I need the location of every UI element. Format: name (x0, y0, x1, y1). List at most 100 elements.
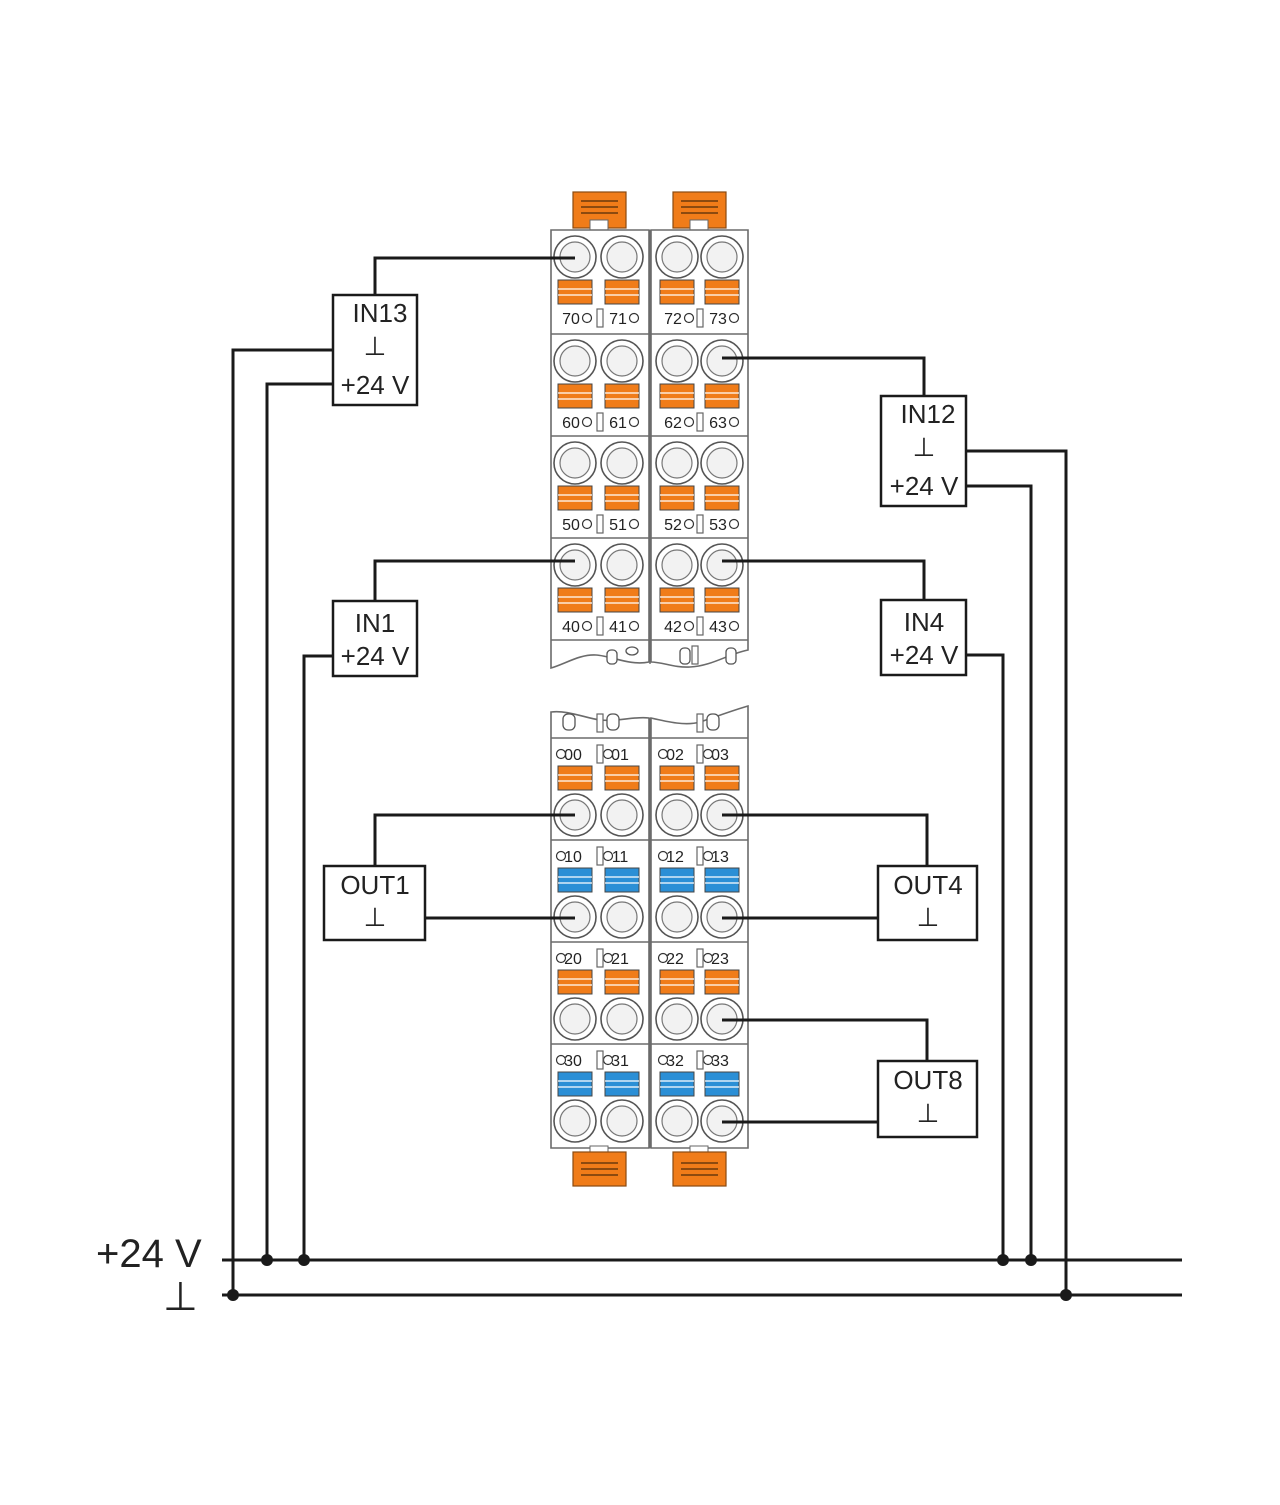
test-point[interactable] (628, 620, 640, 632)
release-lever[interactable] (604, 969, 640, 995)
device-out8-ground-symbol: ⊥ (917, 1098, 940, 1128)
upper-latch-right[interactable] (672, 191, 727, 231)
release-lever[interactable] (704, 485, 740, 511)
terminal-number: 40 (562, 619, 580, 636)
test-point[interactable] (657, 1054, 669, 1066)
release-lever[interactable] (557, 867, 593, 893)
release-lever[interactable] (557, 1071, 593, 1097)
spring-terminal[interactable] (655, 543, 699, 587)
release-lever[interactable] (704, 867, 740, 893)
test-point[interactable] (602, 952, 614, 964)
release-lever[interactable] (659, 587, 695, 613)
lower-latch-left[interactable] (572, 1145, 627, 1187)
release-lever[interactable] (604, 383, 640, 409)
test-point[interactable] (581, 518, 593, 530)
terminal-number: 11 (612, 849, 629, 866)
spring-terminal[interactable] (700, 441, 744, 485)
test-point[interactable] (628, 312, 640, 324)
spring-terminal[interactable] (600, 997, 644, 1041)
spring-terminal[interactable] (655, 235, 699, 279)
spring-terminal[interactable] (553, 997, 597, 1041)
release-lever[interactable] (604, 587, 640, 613)
test-point[interactable] (581, 416, 593, 428)
release-lever[interactable] (557, 279, 593, 305)
test-point[interactable] (683, 620, 695, 632)
spring-terminal[interactable] (655, 339, 699, 383)
spring-terminal[interactable] (655, 1099, 699, 1143)
spring-terminal[interactable] (600, 339, 644, 383)
test-point[interactable] (728, 518, 740, 530)
release-lever[interactable] (704, 279, 740, 305)
test-point[interactable] (657, 952, 669, 964)
test-point[interactable] (628, 416, 640, 428)
spring-terminal[interactable] (655, 793, 699, 837)
test-point[interactable] (581, 312, 593, 324)
release-lever[interactable] (604, 485, 640, 511)
spring-terminal[interactable] (553, 441, 597, 485)
spring-terminal[interactable] (655, 441, 699, 485)
spring-terminal[interactable] (655, 895, 699, 939)
spring-terminal[interactable] (700, 543, 744, 587)
test-point[interactable] (657, 748, 669, 760)
release-lever[interactable] (557, 383, 593, 409)
release-lever[interactable] (604, 765, 640, 791)
release-lever[interactable] (557, 969, 593, 995)
release-lever[interactable] (557, 485, 593, 511)
spring-terminal[interactable] (600, 1099, 644, 1143)
upper-latch-left[interactable] (572, 191, 627, 231)
test-point[interactable] (555, 1054, 567, 1066)
test-point[interactable] (628, 518, 640, 530)
release-lever[interactable] (604, 867, 640, 893)
spring-terminal[interactable] (700, 339, 744, 383)
test-point[interactable] (702, 1054, 714, 1066)
test-point[interactable] (728, 620, 740, 632)
spring-terminal[interactable] (553, 543, 597, 587)
test-point[interactable] (728, 312, 740, 324)
release-lever[interactable] (659, 279, 695, 305)
terminal-number: 52 (664, 517, 682, 534)
release-lever[interactable] (604, 279, 640, 305)
test-point[interactable] (702, 748, 714, 760)
release-lever[interactable] (704, 383, 740, 409)
release-lever[interactable] (659, 969, 695, 995)
terminal-number: 32 (666, 1053, 684, 1070)
test-point[interactable] (602, 748, 614, 760)
test-point[interactable] (555, 952, 567, 964)
release-lever[interactable] (704, 1071, 740, 1097)
release-lever[interactable] (704, 587, 740, 613)
spring-terminal[interactable] (600, 793, 644, 837)
release-lever[interactable] (659, 765, 695, 791)
test-point[interactable] (702, 952, 714, 964)
release-lever[interactable] (659, 867, 695, 893)
spring-terminal[interactable] (600, 543, 644, 587)
test-point[interactable] (683, 416, 695, 428)
release-lever[interactable] (704, 765, 740, 791)
test-point[interactable] (702, 850, 714, 862)
release-lever[interactable] (659, 383, 695, 409)
spring-terminal[interactable] (700, 235, 744, 279)
test-point[interactable] (602, 1054, 614, 1066)
spring-terminal[interactable] (553, 339, 597, 383)
device-out4-name: OUT4 (893, 870, 962, 900)
test-point[interactable] (657, 850, 669, 862)
spring-terminal[interactable] (600, 441, 644, 485)
test-point[interactable] (602, 850, 614, 862)
release-lever[interactable] (557, 587, 593, 613)
release-lever[interactable] (557, 765, 593, 791)
spring-terminal[interactable] (600, 235, 644, 279)
test-point[interactable] (555, 850, 567, 862)
spring-terminal[interactable] (655, 997, 699, 1041)
device-in4-name: IN4 (904, 607, 944, 637)
test-point[interactable] (581, 620, 593, 632)
spring-terminal[interactable] (600, 895, 644, 939)
test-point[interactable] (683, 312, 695, 324)
spring-terminal[interactable] (553, 1099, 597, 1143)
release-lever[interactable] (704, 969, 740, 995)
test-point[interactable] (728, 416, 740, 428)
test-point[interactable] (683, 518, 695, 530)
test-point[interactable] (555, 748, 567, 760)
release-lever[interactable] (659, 485, 695, 511)
release-lever[interactable] (604, 1071, 640, 1097)
lower-latch-right[interactable] (672, 1145, 727, 1187)
release-lever[interactable] (659, 1071, 695, 1097)
